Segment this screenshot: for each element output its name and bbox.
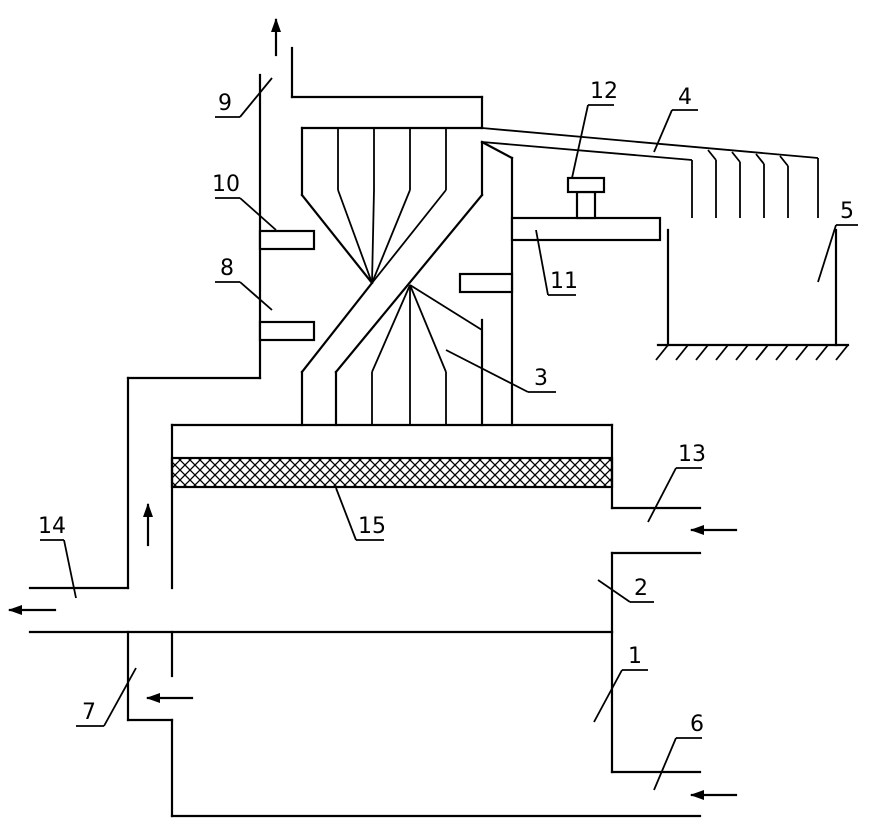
bracket-11 (510, 216, 662, 242)
label-4: 4 (678, 85, 692, 110)
flow-arrows (8, 18, 738, 800)
side-nozzle (458, 272, 514, 294)
label-3: 3 (534, 366, 548, 391)
labels: 9 10 8 12 4 5 11 3 13 15 14 2 1 6 7 (38, 79, 854, 737)
label-10: 10 (212, 172, 240, 197)
lower-plates-3 (371, 284, 483, 425)
label-6: 6 (690, 712, 704, 737)
label-13: 13 (678, 442, 706, 467)
label-14: 14 (38, 514, 66, 539)
lower-chamber (28, 551, 702, 818)
outlet-duct-14 (28, 376, 262, 590)
label-8: 8 (220, 256, 234, 281)
upper-plates (337, 128, 447, 284)
nozzle-8 (258, 320, 316, 342)
label-7: 7 (82, 700, 96, 725)
label-5: 5 (840, 199, 854, 224)
conductor-bundle-4 (481, 127, 819, 218)
ground-frame-5 (655, 228, 850, 361)
label-9: 9 (218, 91, 232, 116)
label-1: 1 (628, 644, 642, 669)
leader-lines (40, 77, 858, 791)
label-15: 15 (358, 514, 386, 539)
fixture-12-head (566, 176, 606, 194)
label-2: 2 (634, 576, 648, 601)
mesh-plate-15 (170, 456, 614, 489)
inlet-7 (126, 630, 174, 818)
fixture-12-stem (575, 190, 597, 220)
label-12: 12 (590, 79, 618, 104)
nozzle-10 (258, 229, 316, 251)
label-11: 11 (550, 269, 578, 294)
